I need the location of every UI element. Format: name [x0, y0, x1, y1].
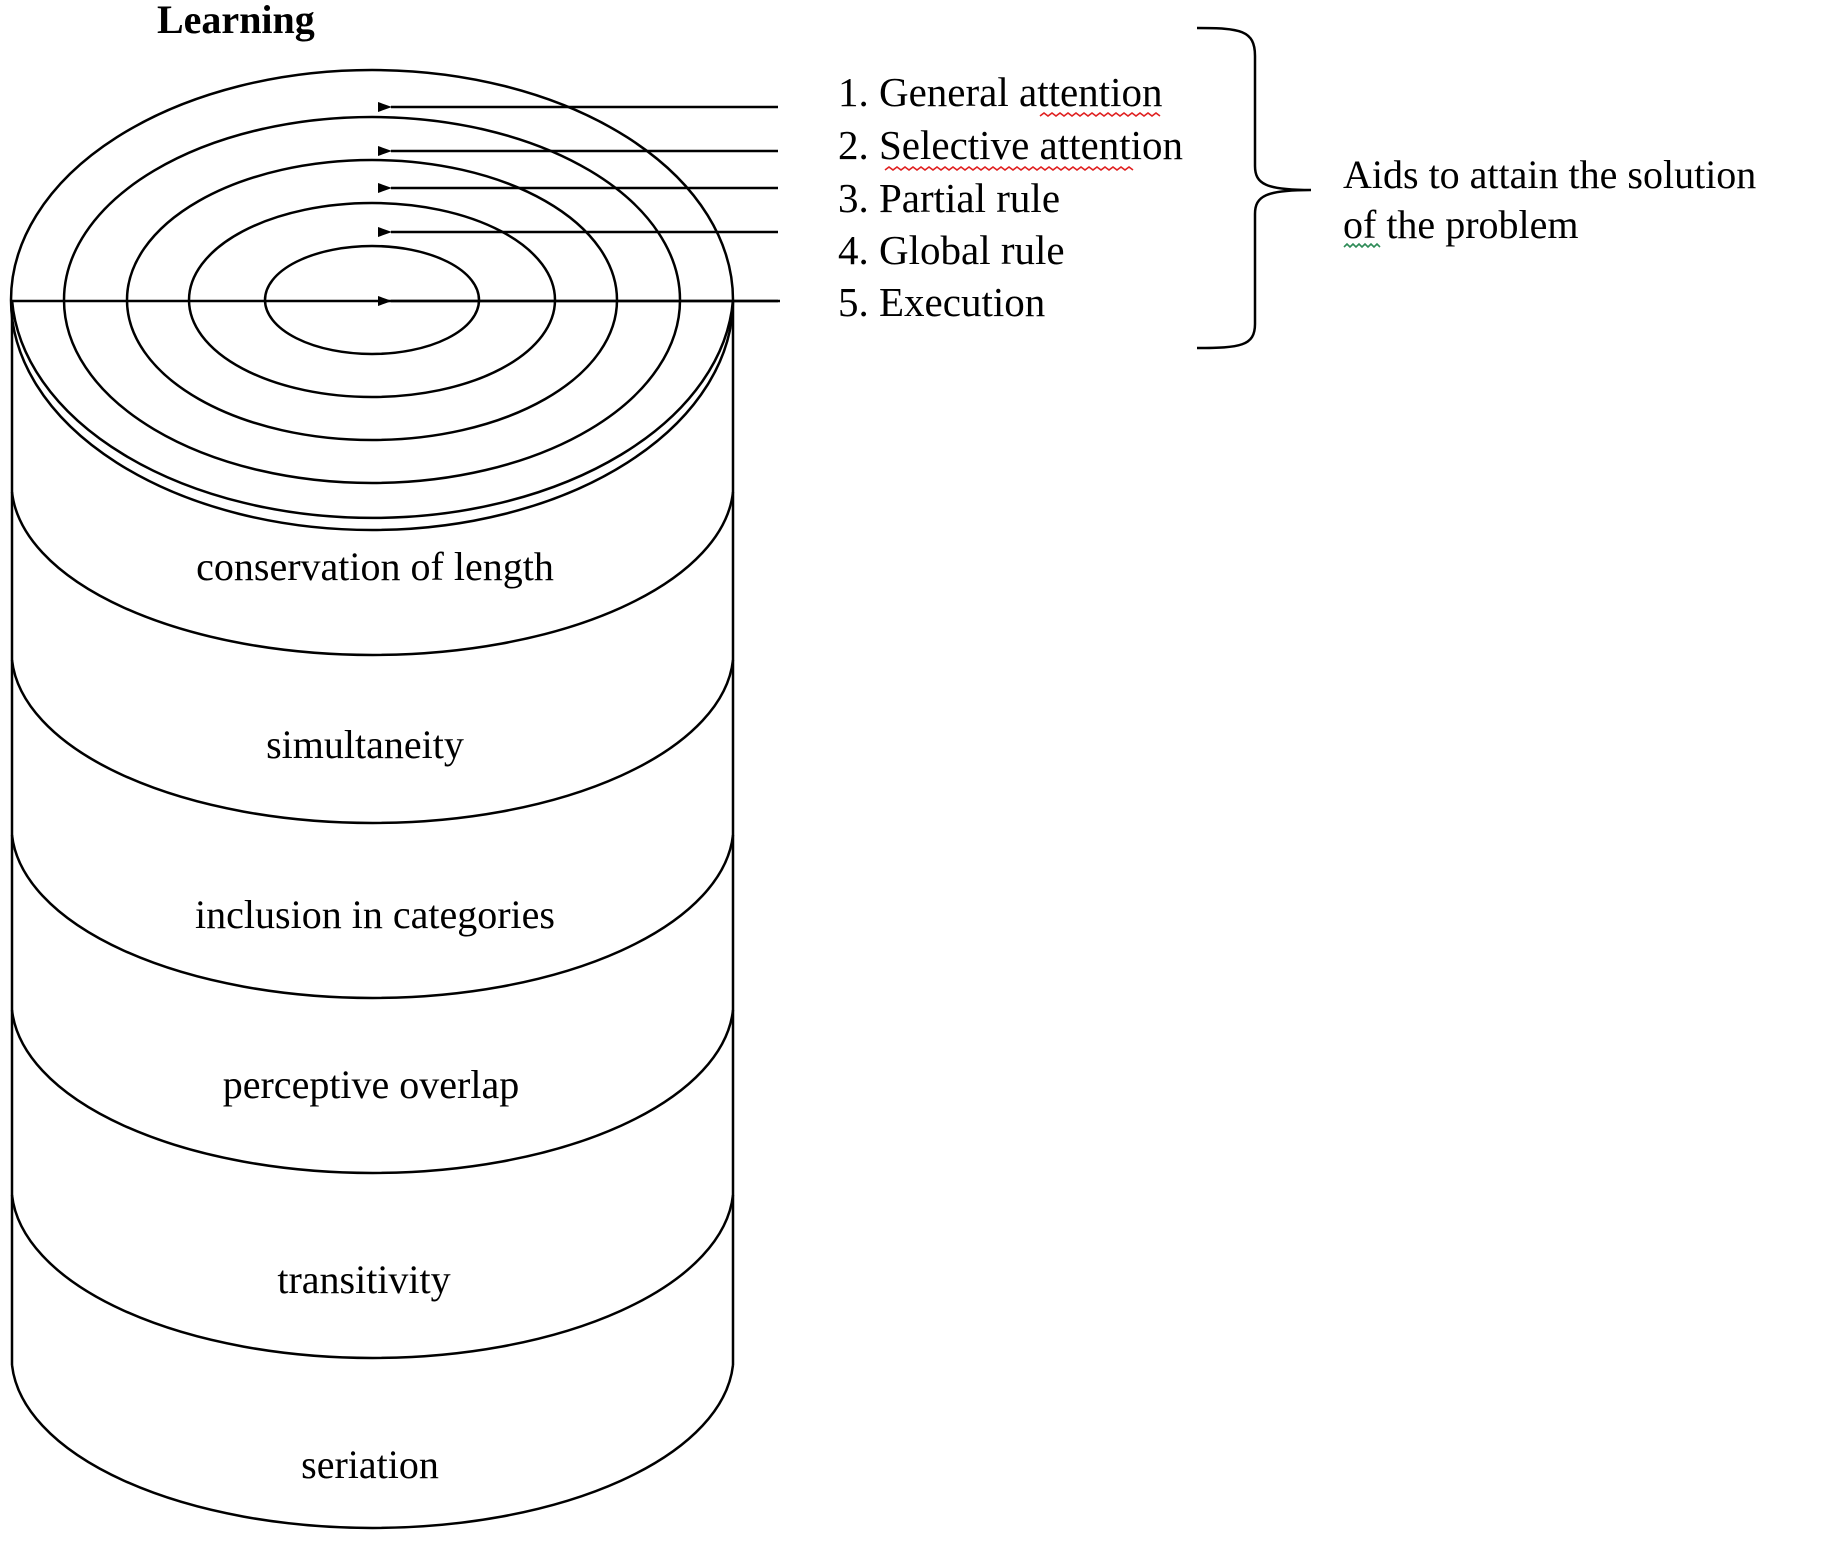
grouping-brace: [1196, 26, 1312, 350]
layer-label: perceptive overlap: [223, 1062, 520, 1107]
layer-separators: [10, 299, 735, 1530]
spellcheck-squiggle: [884, 166, 1134, 171]
layer-label: transitivity: [277, 1257, 450, 1302]
step-list: 1. General attention 2. Selective attent…: [838, 69, 1183, 325]
aids-label-line1: Aids to attain the solution: [1343, 152, 1756, 197]
layer-arc-6: [10, 1194, 735, 1360]
layer-arc-5: [10, 1009, 735, 1175]
layer-arc-1: [10, 299, 735, 520]
aids-label: Aids to attain the solution of the probl…: [1343, 152, 1756, 247]
step-label: 5. Execution: [838, 279, 1045, 325]
layer-label: simultaneity: [266, 722, 464, 767]
layer-labels: conservation of length simultaneity incl…: [195, 544, 555, 1487]
layer-arc-3: [10, 659, 735, 825]
step-label: 4. Global rule: [838, 227, 1065, 273]
layer-label: inclusion in categories: [195, 892, 555, 937]
layer-arc-7: [10, 1364, 735, 1530]
spellcheck-squiggle: [1039, 112, 1161, 117]
step-label: 2. Selective attention: [838, 122, 1183, 168]
step-arrows: [378, 102, 778, 306]
spellcheck-squiggle: [1343, 242, 1381, 249]
layer-arc-4: [10, 834, 735, 1000]
step-label: 1. General attention: [838, 69, 1162, 115]
layer-label: seriation: [301, 1442, 439, 1487]
aids-label-line2: of the problem: [1343, 202, 1579, 247]
diagram-title: Learning: [157, 0, 315, 42]
layer-label: conservation of length: [196, 544, 554, 589]
step-label: 3. Partial rule: [838, 175, 1060, 221]
spellcheck-underlines: [884, 112, 1381, 249]
layer-arc-2: [10, 491, 735, 657]
